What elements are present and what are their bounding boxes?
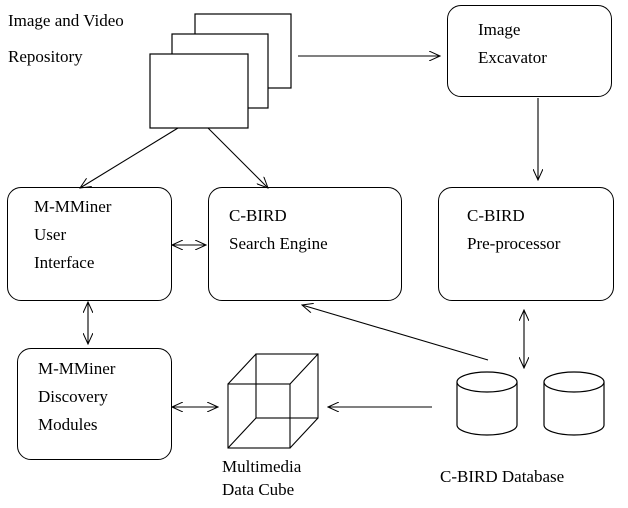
preprocessor-box: C-BIRD Pre-processor <box>438 187 614 301</box>
discovery-label-line1: M-MMiner <box>38 359 116 378</box>
preprocessor-label-line2: Pre-processor <box>467 234 561 253</box>
arrow-database-to-search-engine <box>302 305 489 361</box>
search-engine-label-line2: Search Engine <box>229 234 328 253</box>
data-cube-label-line2: Data Cube <box>222 480 295 499</box>
user-interface-label-line1: M-MMiner <box>34 197 112 216</box>
user-interface-label-line3: Interface <box>34 253 95 272</box>
image-excavator-label-line1: Image <box>478 20 521 39</box>
search-engine-box: C-BIRD Search Engine <box>208 187 402 301</box>
arrow-repository-to-user-interface <box>80 127 179 188</box>
discovery-label-line3: Modules <box>38 415 98 434</box>
document-stack-icon <box>149 13 292 129</box>
discovery-label-line2: Discovery <box>38 387 108 406</box>
cylinder-icon <box>543 371 605 436</box>
image-excavator-label-line2: Excavator <box>478 48 547 67</box>
discovery-modules-box: M-MMiner Discovery Modules <box>17 348 172 460</box>
wireframe-cube-icon <box>227 353 319 449</box>
repository-label-line1: Image and Video <box>8 11 124 30</box>
arrow-repository-to-search-engine <box>207 127 268 188</box>
repository-label-line2: Repository <box>8 47 83 66</box>
cylinder-icon <box>456 371 518 436</box>
user-interface-box: M-MMiner User Interface <box>7 187 172 301</box>
image-excavator-box: Image Excavator <box>447 5 612 97</box>
preprocessor-label-line1: C-BIRD <box>467 206 525 225</box>
database-label: C-BIRD Database <box>440 467 565 486</box>
user-interface-label-line2: User <box>34 225 67 244</box>
data-cube-label-line1: Multimedia <box>222 457 302 476</box>
search-engine-label-line1: C-BIRD <box>229 206 287 225</box>
